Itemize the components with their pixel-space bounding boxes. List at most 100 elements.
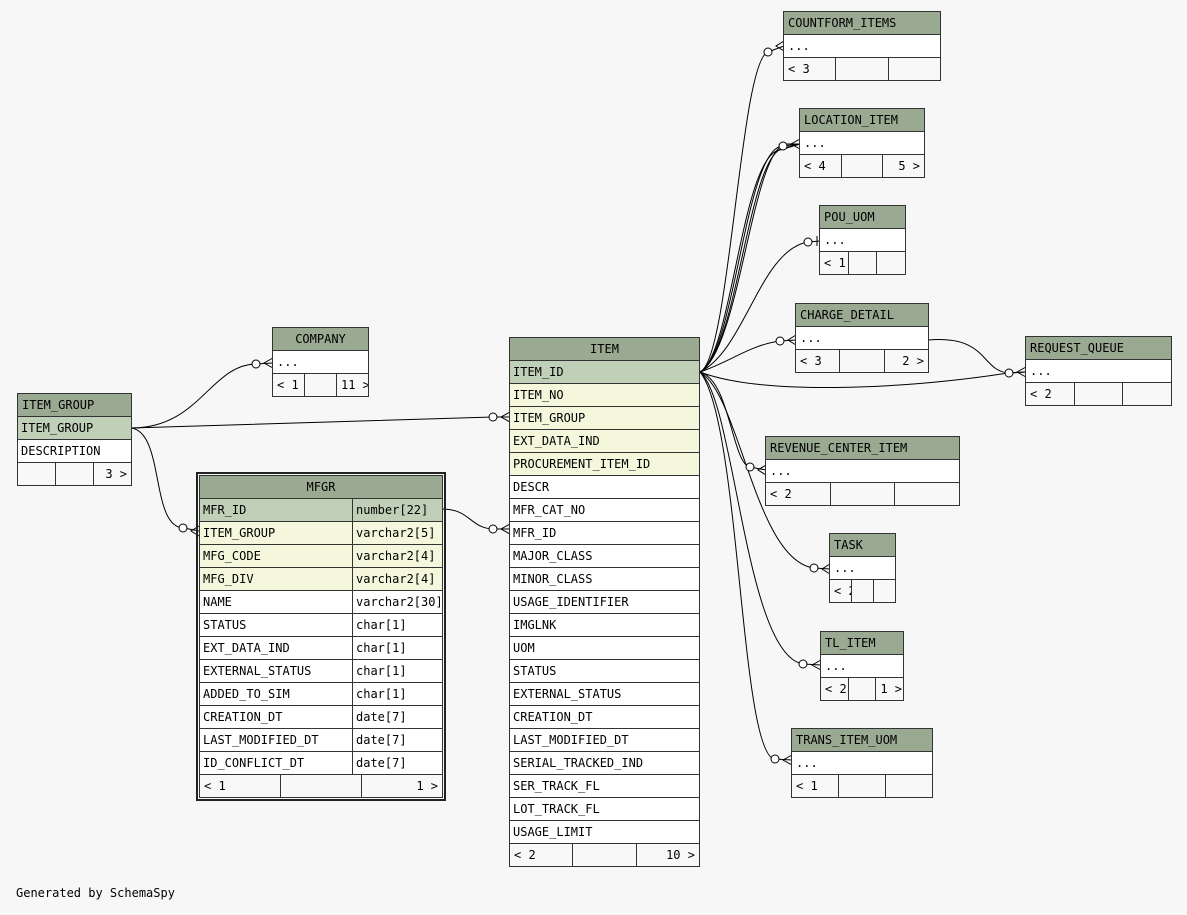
column-type: varchar2[4] [352,545,442,567]
column-name: LAST_MODIFIED_DT [513,733,629,747]
column-name: ITEM_GROUP [513,411,586,425]
parents-count: < 3 [788,62,810,76]
edge-marker [251,359,261,369]
edge-marker [770,754,780,764]
children-count: 2 > [883,350,928,372]
table-title: REVENUE_CENTER_ITEM [766,437,959,460]
rows-count [847,252,877,274]
table-title: REQUEST_QUEUE [1026,337,1171,360]
rows-count [838,775,885,797]
column-name: MFR_ID [203,503,247,517]
column-name: PROCUREMENT_ITEM_ID [513,457,651,471]
table-tl-item[interactable]: TL_ITEM ... < 2 1 > [820,631,904,701]
table-revenue-center-item[interactable]: REVENUE_CENTER_ITEM ... < 2 [765,436,960,506]
table-footer: < 2 [766,483,959,505]
column-type: varchar2[5] [352,522,442,544]
edge-marker [809,563,819,573]
column-row: SER_TRACK_FL [510,775,699,798]
column-row-fk: PROCUREMENT_ITEM_ID [510,453,699,476]
children-count: 3 > [93,463,131,485]
columns-collapsed: ... [784,35,940,58]
column-name: EXT_DATA_IND [203,641,290,655]
table-footer: 3 > [18,463,131,485]
edge-item-location-item-4 [699,143,800,373]
rows-count [847,678,876,700]
column-name: MFR_CAT_NO [513,503,586,517]
edge-item-countform-items [699,45,785,373]
column-row: USAGE_IDENTIFIER [510,591,699,614]
parents-count: < 2 [514,848,536,862]
column-row: LAST_MODIFIED_DT [510,729,699,752]
column-name: STATUS [203,618,247,632]
parents-count: < 2 [770,487,792,501]
parents-count: < 4 [804,159,826,173]
edge-mfgr-item [441,508,510,530]
crowfoot-marker [1015,366,1027,378]
column-name: EXTERNAL_STATUS [203,664,312,678]
parents-count [18,463,55,485]
table-trans-item-uom[interactable]: TRANS_ITEM_UOM ... < 1 [791,728,933,798]
crowfoot-marker [810,659,822,671]
table-footer: < 2 10 > [510,844,699,866]
table-charge-detail[interactable]: CHARGE_DETAIL ... < 3 2 > [795,303,929,373]
column-name: ITEM_ID [513,365,564,379]
column-row: DESCR [510,476,699,499]
rows-count [572,844,635,866]
table-company[interactable]: COMPANY ... < 1 11 > [272,327,369,397]
column-row: USAGE_LIMIT [510,821,699,844]
column-row: MFR_ID [510,522,699,545]
table-request-queue[interactable]: REQUEST_QUEUE ... < 2 [1025,336,1172,406]
crowfoot-marker [190,525,200,537]
table-footer: < 2 [1026,383,1171,405]
column-type: date[7] [352,729,442,751]
columns-collapsed: ... [766,460,959,483]
column-row: MFR_CAT_NO [510,499,699,522]
table-item[interactable]: ITEM ITEM_ID ITEM_NO ITEM_GROUP EXT_DATA… [509,337,700,867]
column-name: ID_CONFLICT_DT [203,756,305,770]
edge-marker [803,237,813,247]
edge-marker [1004,368,1014,378]
rows-count [851,580,873,602]
children-count [894,483,959,505]
edge-item-group-item [130,416,510,429]
parents-count: < 1 [277,378,299,392]
parents-count: < 3 [800,354,822,368]
column-name: STATUS [513,664,557,678]
children-count [1122,383,1171,405]
table-task[interactable]: TASK ... < 2 [829,533,896,603]
column-name: ITEM_NO [513,388,564,402]
column-name: MFG_CODE [203,549,261,563]
edge-marker [745,462,755,472]
children-count [873,580,895,602]
table-title: TL_ITEM [821,632,903,655]
rows-count [829,483,895,505]
rows-count [840,155,883,177]
crowfoot-marker [262,357,274,369]
crowfoot-marker [757,464,767,476]
table-item-group[interactable]: ITEM_GROUP ITEM_GROUP DESCRIPTION 3 > [17,393,132,486]
parents-count: < 1 [824,256,846,270]
parents-count: < 2 [1030,387,1052,401]
table-title: POU_UOM [820,206,905,229]
columns-collapsed: ... [273,351,368,374]
column-row: STATUS [510,660,699,683]
columns-collapsed: ... [792,752,932,775]
column-name: ADDED_TO_SIM [203,687,290,701]
table-pou-uom[interactable]: POU_UOM ... < 1 [819,205,906,275]
column-name: MFR_ID [513,526,557,540]
table-location-item[interactable]: LOCATION_ITEM ... < 4 5 > [799,108,925,178]
column-type: char[1] [352,660,442,682]
column-type: varchar2[30] [352,591,443,613]
column-name: MINOR_CLASS [513,572,593,586]
children-count: 1 > [875,678,903,700]
edge-marker [778,141,788,151]
table-footer: < 1 11 > [273,374,368,396]
column-row: CREATION_DT [510,706,699,729]
table-countform-items[interactable]: COUNTFORM_ITEMS ... < 3 [783,11,941,81]
column-row: EXTERNAL_STATUS [510,683,699,706]
